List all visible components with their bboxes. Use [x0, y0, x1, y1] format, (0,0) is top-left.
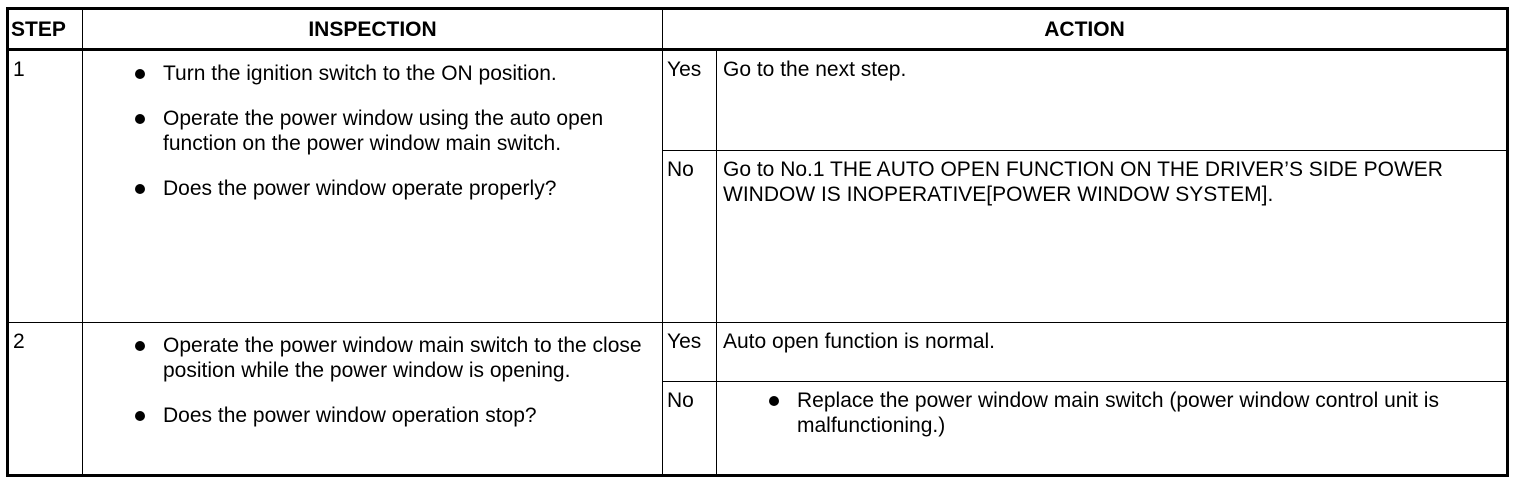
inspection-text: Does the power window operation stop?	[163, 404, 537, 428]
inspection-text: Turn the ignition switch to the ON posit…	[163, 62, 557, 86]
list-item: Does the power window operation stop?	[131, 403, 654, 428]
list-item: Turn the ignition switch to the ON posit…	[131, 61, 654, 86]
no-action: Go to No.1 THE AUTO OPEN FUNCTION ON THE…	[716, 149, 1508, 324]
list-item: Operate the power window main switch to …	[131, 333, 654, 383]
header-row: STEP INSPECTION ACTION	[7, 7, 1508, 52]
step-number: 2	[7, 322, 83, 476]
table-row: 2 Operate the power window main switch t…	[7, 322, 1508, 476]
inspection-text: Operate the power window using the auto …	[163, 107, 604, 156]
bullet-icon	[769, 395, 779, 406]
inspection-text: Does the power window operate properly?	[163, 177, 557, 201]
header-inspection: INSPECTION	[82, 7, 663, 52]
diagnostic-table: STEP INSPECTION ACTION 1 Turn the igniti…	[6, 7, 1509, 477]
table-row: 1 Turn the ignition switch to the ON pos…	[7, 49, 1508, 324]
bullet-icon	[135, 114, 145, 125]
table-row: No Go to No.1 THE AUTO OPEN FUNCTION ON …	[8, 149, 1508, 324]
no-label: No	[662, 149, 717, 324]
bullet-icon	[135, 411, 145, 422]
yes-action: Go to the next step.	[716, 49, 1508, 151]
bullet-icon	[135, 184, 145, 195]
action-text: Replace the power window main switch (po…	[797, 388, 1439, 437]
inspection-cell: Operate the power window main switch to …	[82, 322, 663, 476]
list-item: Replace the power window main switch (po…	[765, 388, 1498, 438]
no-action-cell: Replace the power window main switch (po…	[716, 380, 1508, 477]
table-row: No Replace the power window main switch …	[8, 380, 1508, 477]
header-step: STEP	[7, 7, 83, 52]
yes-label: Yes	[662, 49, 717, 151]
no-label: No	[662, 380, 717, 477]
inspection-list: Turn the ignition switch to the ON posit…	[131, 61, 654, 201]
yes-label: Yes	[662, 322, 717, 382]
yes-action: Auto open function is normal.	[716, 322, 1508, 382]
action-list: Replace the power window main switch (po…	[765, 388, 1498, 438]
bullet-icon	[135, 69, 145, 80]
inspection-cell: Turn the ignition switch to the ON posit…	[82, 49, 663, 324]
list-item: Does the power window operate properly?	[131, 176, 654, 201]
inspection-list: Operate the power window main switch to …	[131, 333, 654, 428]
list-item: Operate the power window using the auto …	[131, 106, 654, 156]
header-action: ACTION	[662, 7, 1508, 52]
step-number: 1	[7, 49, 83, 324]
inspection-text: Operate the power window main switch to …	[163, 334, 642, 383]
bullet-icon	[135, 341, 145, 352]
